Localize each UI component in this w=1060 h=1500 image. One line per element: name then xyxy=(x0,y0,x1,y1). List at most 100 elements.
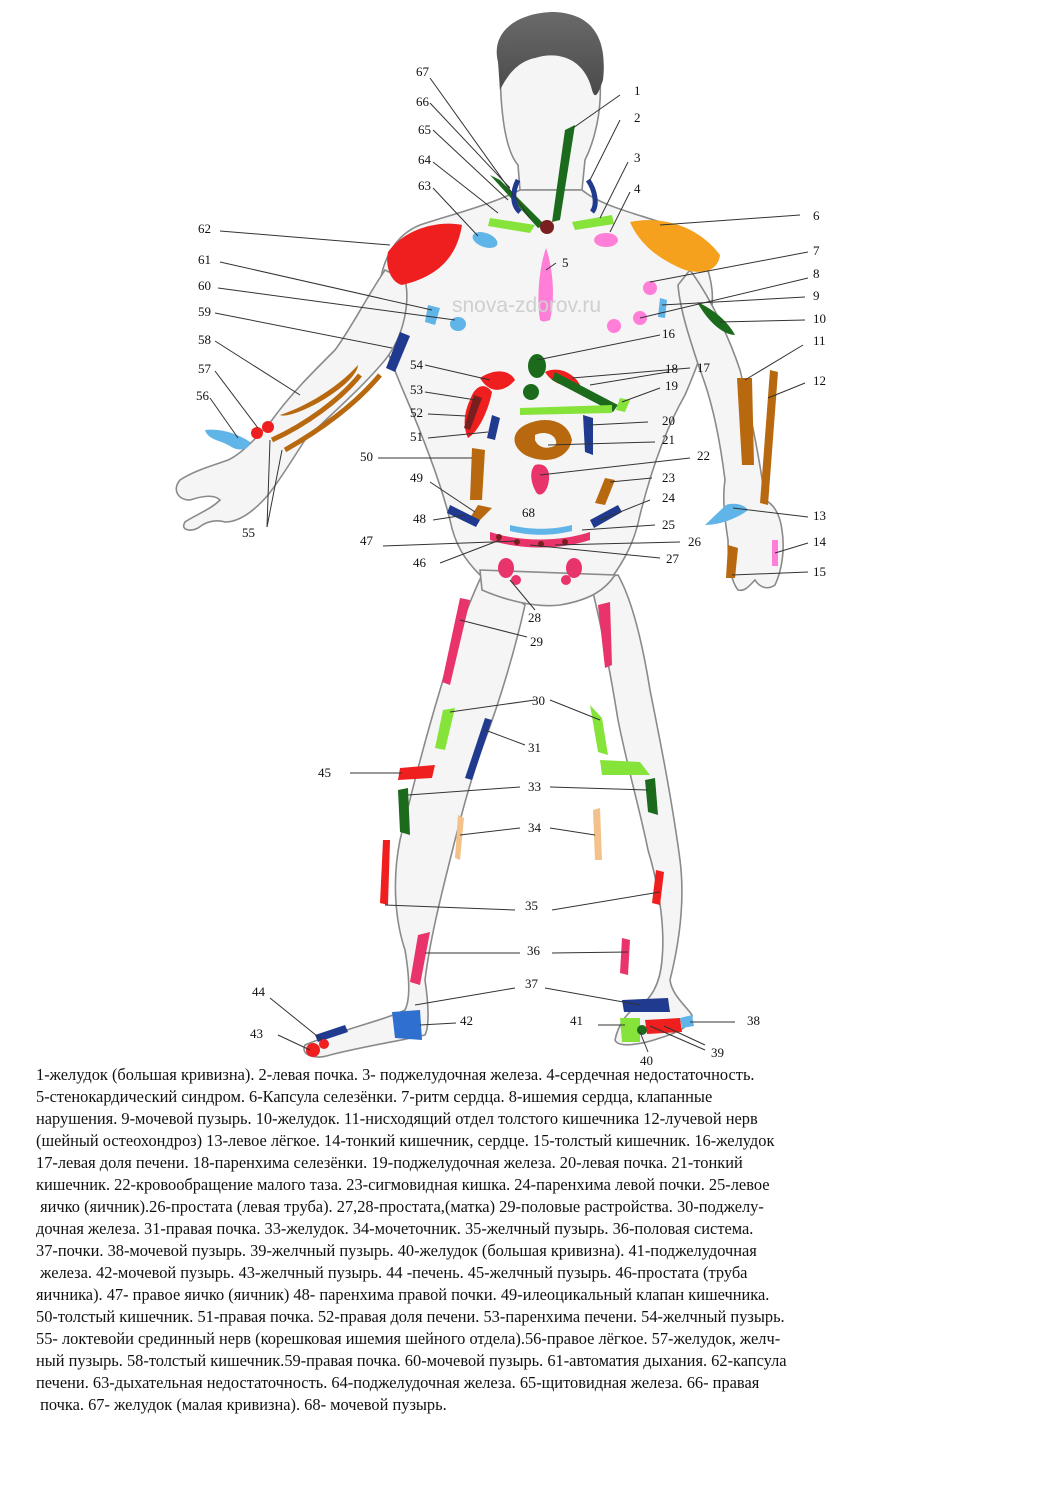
body-silhouette xyxy=(175,20,784,1058)
zone-43b xyxy=(319,1039,329,1049)
label-54: 54 xyxy=(410,357,424,372)
zone-12 xyxy=(760,370,778,505)
zone-35-right xyxy=(380,840,390,905)
zone-40 xyxy=(637,1025,647,1035)
label-60: 60 xyxy=(198,278,211,293)
zone-67 xyxy=(490,175,545,228)
zone-46-dot-2 xyxy=(514,539,520,545)
label-26: 26 xyxy=(688,534,702,549)
label-47: 47 xyxy=(360,533,374,548)
label-63: 63 xyxy=(418,178,431,193)
legend-line: 50-толстый кишечник. 51-правая почка. 52… xyxy=(36,1307,785,1326)
zone-29-right xyxy=(442,598,470,685)
watermark: snova-zdorov.ru xyxy=(452,294,601,317)
zone-5 xyxy=(538,248,553,322)
zone-30-left xyxy=(590,705,608,755)
label-68: 68 xyxy=(522,505,535,520)
zone-44 xyxy=(315,1025,348,1042)
zone-57b xyxy=(262,421,274,433)
label-61: 61 xyxy=(198,252,211,267)
legend-line: яичко (яичник).26-простата (левая труба)… xyxy=(36,1197,764,1216)
zone-center-neck xyxy=(540,220,554,234)
zone-34-left xyxy=(593,808,602,860)
label-49: 49 xyxy=(410,470,423,485)
zone-23 xyxy=(595,478,615,505)
label-52: 52 xyxy=(410,405,423,420)
label-58: 58 xyxy=(198,332,211,347)
zone-64 xyxy=(488,218,535,233)
label-18: 18 xyxy=(665,361,678,376)
zone-37 xyxy=(622,998,670,1012)
label-20: 20 xyxy=(662,413,675,428)
zone-53 xyxy=(464,395,482,430)
label-24: 24 xyxy=(662,490,676,505)
zone-62 xyxy=(387,223,462,285)
label-15: 15 xyxy=(813,564,826,579)
zone-28-left xyxy=(566,558,582,578)
label-13: 13 xyxy=(813,508,826,523)
label-5: 5 xyxy=(562,255,569,270)
zone-59-right-kidney-arm xyxy=(425,305,440,325)
legend-text: 1-желудок (большая кривизна). 2-левая по… xyxy=(36,1064,1036,1416)
legend-line: 37-почки. 38-мочевой пузырь. 39-желчный … xyxy=(36,1241,757,1260)
left-leg xyxy=(589,574,693,1046)
label-38: 38 xyxy=(747,1013,760,1028)
zone-66 xyxy=(511,178,522,214)
label-40: 40 xyxy=(640,1053,653,1065)
hair xyxy=(496,12,604,96)
zone-15 xyxy=(726,545,738,578)
legend-line: дочная железа. 31-правая почка. 33-желуд… xyxy=(36,1219,754,1238)
legend-line: кишечник. 22-кровообращение малого таза.… xyxy=(36,1175,770,1194)
zone-38 xyxy=(680,1015,694,1028)
label-36: 36 xyxy=(527,943,541,958)
zone-50 xyxy=(470,448,485,500)
zone-43a xyxy=(306,1043,320,1057)
label-21: 21 xyxy=(662,432,675,447)
label-10: 10 xyxy=(813,311,826,326)
leader-lines xyxy=(209,77,809,1053)
number-labels: 1 2 3 4 5 6 7 8 9 10 11 12 13 14 15 16 1… xyxy=(196,64,827,1065)
label-9: 9 xyxy=(813,288,820,303)
zone-42 xyxy=(392,1010,422,1040)
label-29: 29 xyxy=(530,634,543,649)
zone-59 xyxy=(386,332,410,372)
zone-31 xyxy=(465,718,492,780)
zone-33-left xyxy=(645,778,658,815)
label-25: 25 xyxy=(662,517,675,532)
zone-41 xyxy=(620,1018,640,1042)
label-50: 50 xyxy=(360,449,373,464)
zone-13 xyxy=(705,503,748,525)
zone-28-right xyxy=(498,558,514,578)
legend-line: 1-желудок (большая кривизна). 2-левая по… xyxy=(36,1065,755,1084)
zone-30-knee xyxy=(600,760,650,775)
label-4: 4 xyxy=(634,181,641,196)
label-34: 34 xyxy=(528,820,542,835)
zone-1 xyxy=(552,125,575,222)
zone-10 xyxy=(697,302,735,335)
zone-36 xyxy=(410,932,430,985)
label-67: 67 xyxy=(416,64,430,79)
legend-line: почка. 67- желудок (малая кривизна). 68-… xyxy=(36,1395,447,1414)
zone-46-dot-1 xyxy=(496,534,502,540)
label-33: 33 xyxy=(528,779,541,794)
label-23: 23 xyxy=(662,470,675,485)
zone-8c xyxy=(607,319,621,333)
label-59: 59 xyxy=(198,304,211,319)
zone-19 xyxy=(520,405,612,415)
label-35: 35 xyxy=(525,898,538,913)
legend-line: 5-стенокардический синдром. 6-Капсула се… xyxy=(36,1087,713,1106)
label-39: 39 xyxy=(711,1045,724,1060)
zone-16b xyxy=(523,384,539,400)
zone-18 xyxy=(552,372,618,412)
zone-34 xyxy=(455,815,464,860)
zone-45 xyxy=(398,765,435,780)
right-leg xyxy=(303,573,526,1058)
zone-3 xyxy=(572,215,614,230)
label-17: 17 xyxy=(697,360,711,375)
body-map-svg: snova-zdorov.ru 1 2 3 4 5 6 7 8 9 10 11 … xyxy=(175,12,827,1065)
zone-36-left xyxy=(620,938,630,975)
zone-48 xyxy=(447,505,480,527)
label-30: 30 xyxy=(532,693,545,708)
label-8: 8 xyxy=(813,266,820,281)
zone-8a xyxy=(643,281,657,295)
